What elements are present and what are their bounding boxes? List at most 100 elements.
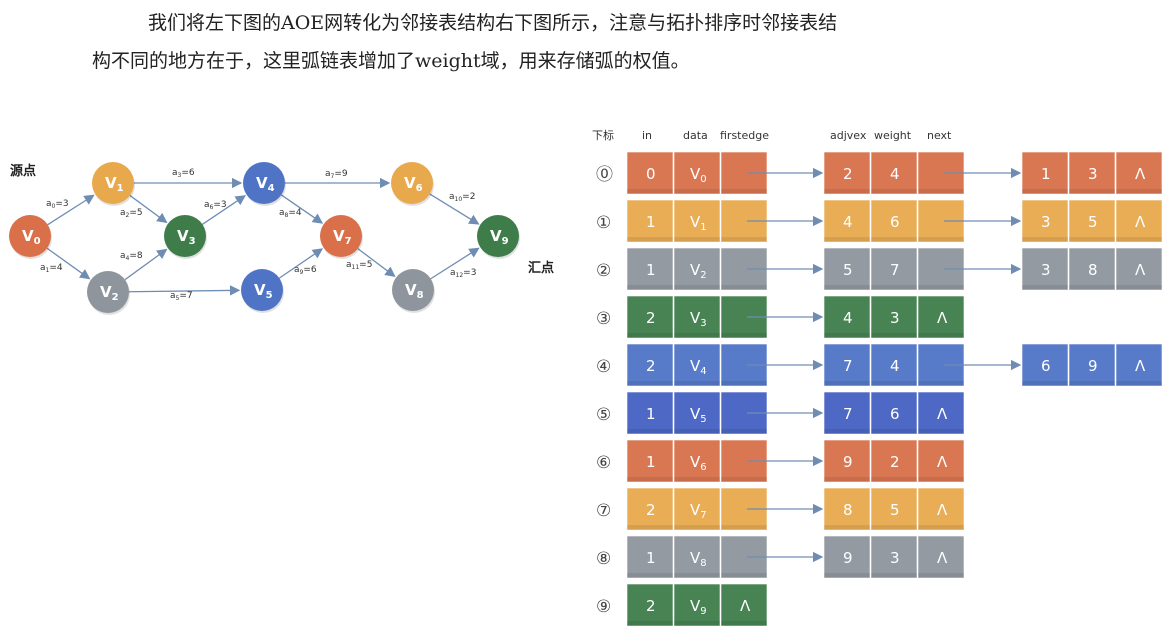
- vertex-data-3: V3: [673, 295, 721, 339]
- arc1-adjvex-3: 4: [823, 295, 871, 339]
- svg-text:V9: V9: [690, 597, 707, 617]
- vertex-data-6: V6: [673, 439, 721, 483]
- graph-node-v5: V5: [241, 269, 284, 313]
- header-weight: weight: [874, 129, 912, 142]
- edge-label-a7: a7=9: [325, 169, 348, 180]
- vertex-data-4: V4: [673, 343, 721, 387]
- vertex-firstedge-9: Λ: [720, 583, 768, 627]
- svg-text:7: 7: [843, 357, 853, 375]
- vertex-data-5: V5: [673, 391, 721, 435]
- arc1-adjvex-5: 7: [823, 391, 871, 435]
- row-index-6: ⑥: [596, 453, 611, 473]
- vertex-data-0: V0: [673, 151, 721, 195]
- header-adjvex: adjvex: [830, 129, 867, 142]
- vertex-in-2: 1: [626, 247, 674, 291]
- svg-text:V3: V3: [690, 309, 707, 329]
- vertex-in-0: 0: [626, 151, 674, 195]
- edge-label-a11: a11=5: [346, 260, 372, 271]
- edge-label-a4: a4=8: [120, 251, 143, 262]
- arc2-next-0: Λ: [1115, 151, 1163, 195]
- arc1-adjvex-1: 4: [823, 199, 871, 243]
- svg-text:1: 1: [646, 261, 656, 279]
- graph-edge-a12: [430, 247, 480, 280]
- source-label: 源点: [10, 163, 36, 179]
- svg-text:4: 4: [843, 309, 853, 327]
- edge-label-a2: a2=5: [120, 208, 143, 219]
- arc1-weight-1: 6: [870, 199, 918, 243]
- svg-text:Λ: Λ: [1135, 261, 1146, 279]
- arc1-weight-5: 6: [870, 391, 918, 435]
- svg-text:8: 8: [843, 501, 853, 519]
- svg-text:2: 2: [646, 357, 656, 375]
- row-index-8: ⑧: [596, 549, 611, 569]
- arc1-adjvex-4: 7: [823, 343, 871, 387]
- arc1-next-5: Λ: [917, 391, 965, 435]
- svg-text:0: 0: [646, 165, 656, 183]
- svg-text:4: 4: [890, 357, 900, 375]
- vertex-firstedge-4: [720, 343, 768, 387]
- svg-text:2: 2: [646, 501, 656, 519]
- arc2-weight-1: 5: [1068, 199, 1116, 243]
- graph-edge-a4: [124, 248, 168, 281]
- svg-text:Λ: Λ: [937, 501, 948, 519]
- arc1-next-0: [917, 151, 965, 195]
- svg-text:1: 1: [1041, 165, 1051, 183]
- edge-label-a9: a9=6: [294, 265, 317, 276]
- arc2-weight-0: 3: [1068, 151, 1116, 195]
- header-data: data: [683, 129, 708, 142]
- graph-edge-a10: [429, 193, 480, 225]
- edge-label-a1: a1=4: [40, 263, 63, 274]
- graph-node-v4: V4: [243, 162, 286, 206]
- svg-text:9: 9: [843, 549, 853, 567]
- edge-label-a0: a0=3: [46, 199, 69, 210]
- vertex-in-5: 1: [626, 391, 674, 435]
- svg-text:3: 3: [1088, 165, 1098, 183]
- arc2-next-2: Λ: [1115, 247, 1163, 291]
- graph-edge-a1: [46, 247, 91, 280]
- vertex-firstedge-7: [720, 487, 768, 531]
- svg-text:Λ: Λ: [1135, 213, 1146, 231]
- arc1-adjvex-7: 8: [823, 487, 871, 531]
- svg-text:Λ: Λ: [1135, 357, 1146, 375]
- header-firstedge: firstedge: [720, 129, 769, 142]
- arc1-weight-8: 3: [870, 535, 918, 579]
- vertex-data-1: V1: [673, 199, 721, 243]
- vertex-firstedge-8: [720, 535, 768, 579]
- svg-text:3: 3: [890, 309, 900, 327]
- svg-text:5: 5: [843, 261, 853, 279]
- svg-text:6: 6: [890, 213, 900, 231]
- vertex-firstedge-6: [720, 439, 768, 483]
- graph-node-v7: V7: [320, 215, 363, 259]
- vertex-in-6: 1: [626, 439, 674, 483]
- graph-node-v3: V3: [164, 215, 207, 259]
- arc1-next-6: Λ: [917, 439, 965, 483]
- edge-label-a3: a3=6: [172, 168, 195, 179]
- graph-edge-a8: [280, 194, 324, 224]
- edge-label-a12: a12=3: [450, 268, 476, 279]
- arc2-adjvex-1: 3: [1021, 199, 1069, 243]
- arc1-weight-6: 2: [870, 439, 918, 483]
- arc1-next-3: Λ: [917, 295, 965, 339]
- svg-text:V5: V5: [690, 405, 707, 425]
- vertex-in-9: 2: [626, 583, 674, 627]
- arc1-adjvex-6: 9: [823, 439, 871, 483]
- vertex-in-7: 2: [626, 487, 674, 531]
- svg-text:2: 2: [646, 597, 656, 615]
- svg-text:3: 3: [1041, 213, 1051, 231]
- vertex-data-2: V2: [673, 247, 721, 291]
- arc2-next-4: Λ: [1115, 343, 1163, 387]
- graph-edge-a5: [128, 285, 241, 296]
- svg-text:V6: V6: [690, 453, 707, 473]
- svg-text:7: 7: [843, 405, 853, 423]
- aoe-graph: 源点 汇点 a0=3a1=4a3=6a2=5a4=8a5=7a6=3a7=9a8…: [9, 162, 554, 315]
- arc1-weight-0: 4: [870, 151, 918, 195]
- svg-text:7: 7: [890, 261, 900, 279]
- intro-line-1: 我们将左下图的AOE网转化为邻接表结构右下图所示，注意与拓扑排序时邻接表结: [148, 12, 838, 34]
- svg-text:3: 3: [1041, 261, 1051, 279]
- svg-text:3: 3: [890, 549, 900, 567]
- vertex-firstedge-3: [720, 295, 768, 339]
- svg-text:4: 4: [843, 213, 853, 231]
- svg-text:Λ: Λ: [937, 453, 948, 471]
- vertex-firstedge-5: [720, 391, 768, 435]
- svg-text:8: 8: [1088, 261, 1098, 279]
